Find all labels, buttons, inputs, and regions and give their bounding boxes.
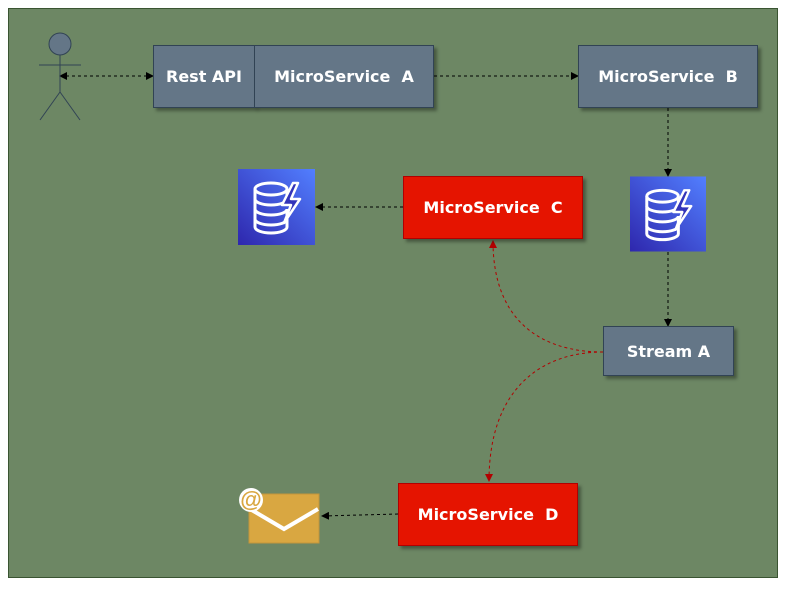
microservice-d-label: MicroService D — [417, 505, 559, 524]
email-at-icon: @ — [239, 487, 320, 544]
microservice-a-node[interactable]: MicroService A — [254, 45, 434, 108]
rest-api-node[interactable]: Rest API — [153, 45, 255, 108]
dynamodb-icon — [238, 169, 315, 245]
svg-text:@: @ — [240, 487, 261, 512]
stream-a-label: Stream A — [626, 341, 711, 361]
microservice-c-label: MicroService C — [423, 198, 563, 217]
rest-api-label: Rest API — [166, 67, 242, 86]
stream-a-node[interactable]: Stream A — [603, 326, 734, 376]
microservice-c-node[interactable]: MicroService C — [403, 176, 583, 239]
dynamodb-icon — [630, 176, 706, 252]
microservice-a-label: MicroService A — [274, 67, 414, 86]
user-actor-icon — [39, 32, 81, 121]
microservice-d-node[interactable]: MicroService D — [398, 483, 578, 546]
microservice-b-label: MicroService B — [598, 67, 738, 86]
microservice-b-node[interactable]: MicroService B — [578, 45, 758, 108]
